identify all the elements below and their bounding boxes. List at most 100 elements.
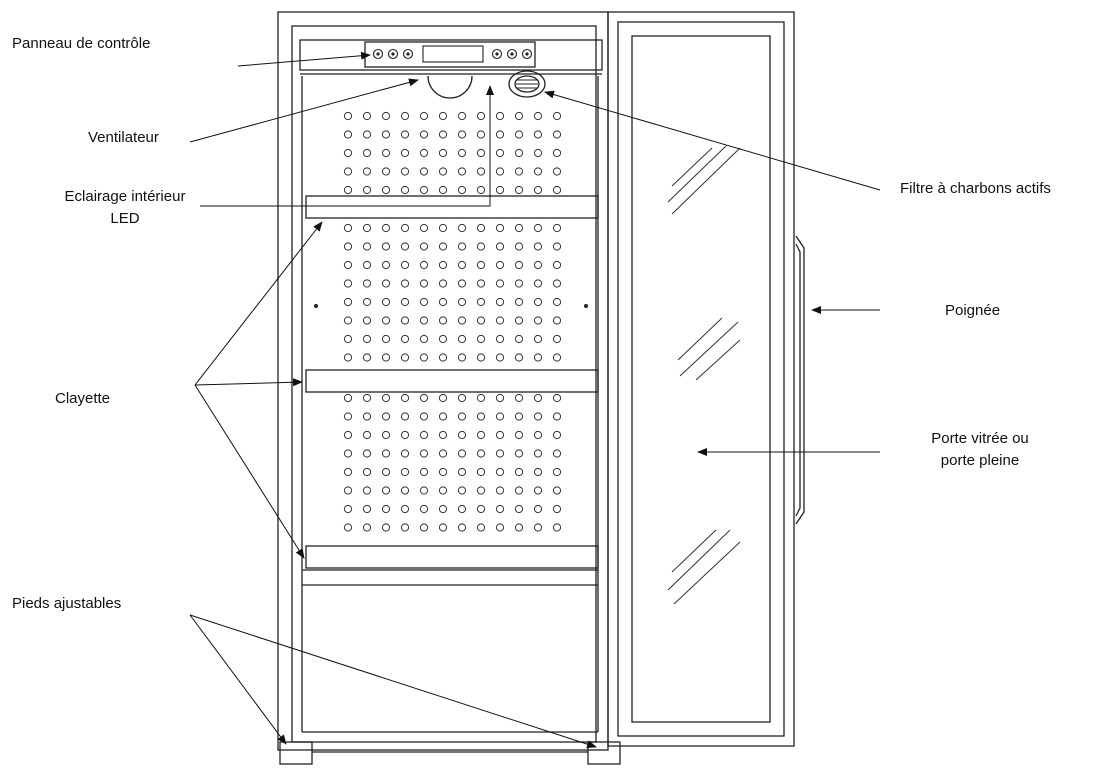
- vent-hole: [457, 430, 467, 440]
- label-door-line1: Porte vitrée ou: [931, 430, 1029, 447]
- vent-hole: [476, 130, 486, 139]
- label-door-line2: porte pleine: [940, 452, 1020, 469]
- adjustable-foot-left: [279, 741, 313, 765]
- vent-hole: [362, 353, 372, 362]
- vent-hole: [343, 353, 353, 362]
- vent-hole: [381, 148, 391, 158]
- vent-hole: [495, 242, 505, 251]
- vent-hole: [552, 412, 562, 421]
- vent-hole: [533, 486, 543, 495]
- vent-hole: [552, 242, 562, 251]
- vent-hole: [400, 111, 410, 121]
- vent-hole: [400, 148, 410, 158]
- vent-hole: [381, 467, 391, 477]
- vent-hole: [552, 467, 562, 477]
- vent-hole: [514, 185, 524, 195]
- vent-hole: [457, 316, 467, 325]
- vent-hole: [514, 279, 524, 288]
- vent-hole: [381, 260, 391, 270]
- vent-hole: [438, 334, 448, 344]
- vent-hole: [362, 316, 372, 325]
- vent-hole: [495, 260, 505, 270]
- vent-hole: [438, 297, 448, 307]
- vent-hole: [362, 430, 372, 440]
- vent-hole: [495, 430, 505, 440]
- vent-hole: [400, 504, 410, 514]
- vent-hole: [514, 167, 524, 176]
- vent-hole: [438, 504, 448, 514]
- vent-hole: [381, 449, 391, 458]
- label-lighting-line1: Eclairage intérieur: [64, 188, 186, 205]
- vent-hole: [495, 297, 505, 307]
- vent-hole: [343, 486, 353, 495]
- vent-hole: [381, 130, 391, 139]
- vent-hole: [419, 334, 429, 344]
- vent-hole: [476, 430, 486, 440]
- vent-hole: [476, 353, 486, 362]
- vent-hole: [533, 334, 543, 344]
- vent-hole: [400, 353, 410, 362]
- vent-hole: [381, 393, 391, 403]
- vent-hole: [457, 130, 467, 139]
- vent-hole: [533, 412, 543, 421]
- vent-hole: [362, 449, 372, 458]
- vent-hole: [419, 486, 429, 495]
- vent-hole: [343, 334, 353, 344]
- vent-hole: [438, 316, 448, 325]
- vent-hole: [381, 353, 391, 362]
- vent-hole: [514, 504, 524, 514]
- ventilation-holes: [343, 111, 562, 532]
- vent-hole: [552, 148, 562, 158]
- vent-hole: [400, 297, 410, 307]
- vent-hole: [400, 412, 410, 421]
- vent-hole: [438, 260, 448, 270]
- vent-hole: [419, 504, 429, 514]
- vent-hole: [514, 130, 524, 139]
- vent-hole: [362, 412, 372, 421]
- vent-hole: [381, 334, 391, 344]
- vent-hole: [514, 486, 524, 495]
- vent-hole: [381, 412, 391, 421]
- vent-hole: [400, 449, 410, 458]
- vent-hole: [552, 430, 562, 440]
- vent-hole: [381, 167, 391, 176]
- adjustable-foot-right: [587, 741, 621, 765]
- vent-hole: [495, 467, 505, 477]
- vent-hole: [476, 242, 486, 251]
- vent-hole: [419, 316, 429, 325]
- vent-hole: [362, 504, 372, 514]
- vent-hole: [552, 185, 562, 195]
- vent-hole: [476, 449, 486, 458]
- vent-hole: [343, 430, 353, 440]
- vent-hole: [381, 504, 391, 514]
- vent-hole: [400, 279, 410, 288]
- vent-hole: [343, 412, 353, 421]
- vent-hole: [476, 223, 486, 233]
- vent-hole: [533, 297, 543, 307]
- vent-hole: [362, 167, 372, 176]
- control-panel-strip: [299, 39, 603, 71]
- vent-hole: [552, 316, 562, 325]
- vent-hole: [381, 486, 391, 495]
- vent-hole: [419, 467, 429, 477]
- vent-hole: [381, 242, 391, 251]
- vent-hole: [419, 279, 429, 288]
- vent-hole: [552, 393, 562, 403]
- vent-hole: [457, 297, 467, 307]
- label-fan: Ventilateur: [88, 129, 159, 146]
- vent-hole: [457, 260, 467, 270]
- vent-hole: [362, 334, 372, 344]
- vent-hole: [419, 111, 429, 121]
- vent-hole: [457, 393, 467, 403]
- vent-hole: [514, 242, 524, 251]
- label-shelf: Clayette: [55, 390, 111, 407]
- cabinet-outer-frame: [277, 11, 609, 751]
- vent-hole: [343, 260, 353, 270]
- vent-hole: [438, 393, 448, 403]
- vent-hole: [362, 223, 372, 233]
- label-carbon-filter: Filtre à charbons actifs: [900, 180, 1051, 197]
- vent-hole: [514, 523, 524, 532]
- vent-hole: [343, 279, 353, 288]
- vent-hole: [381, 279, 391, 288]
- vent-hole: [495, 412, 505, 421]
